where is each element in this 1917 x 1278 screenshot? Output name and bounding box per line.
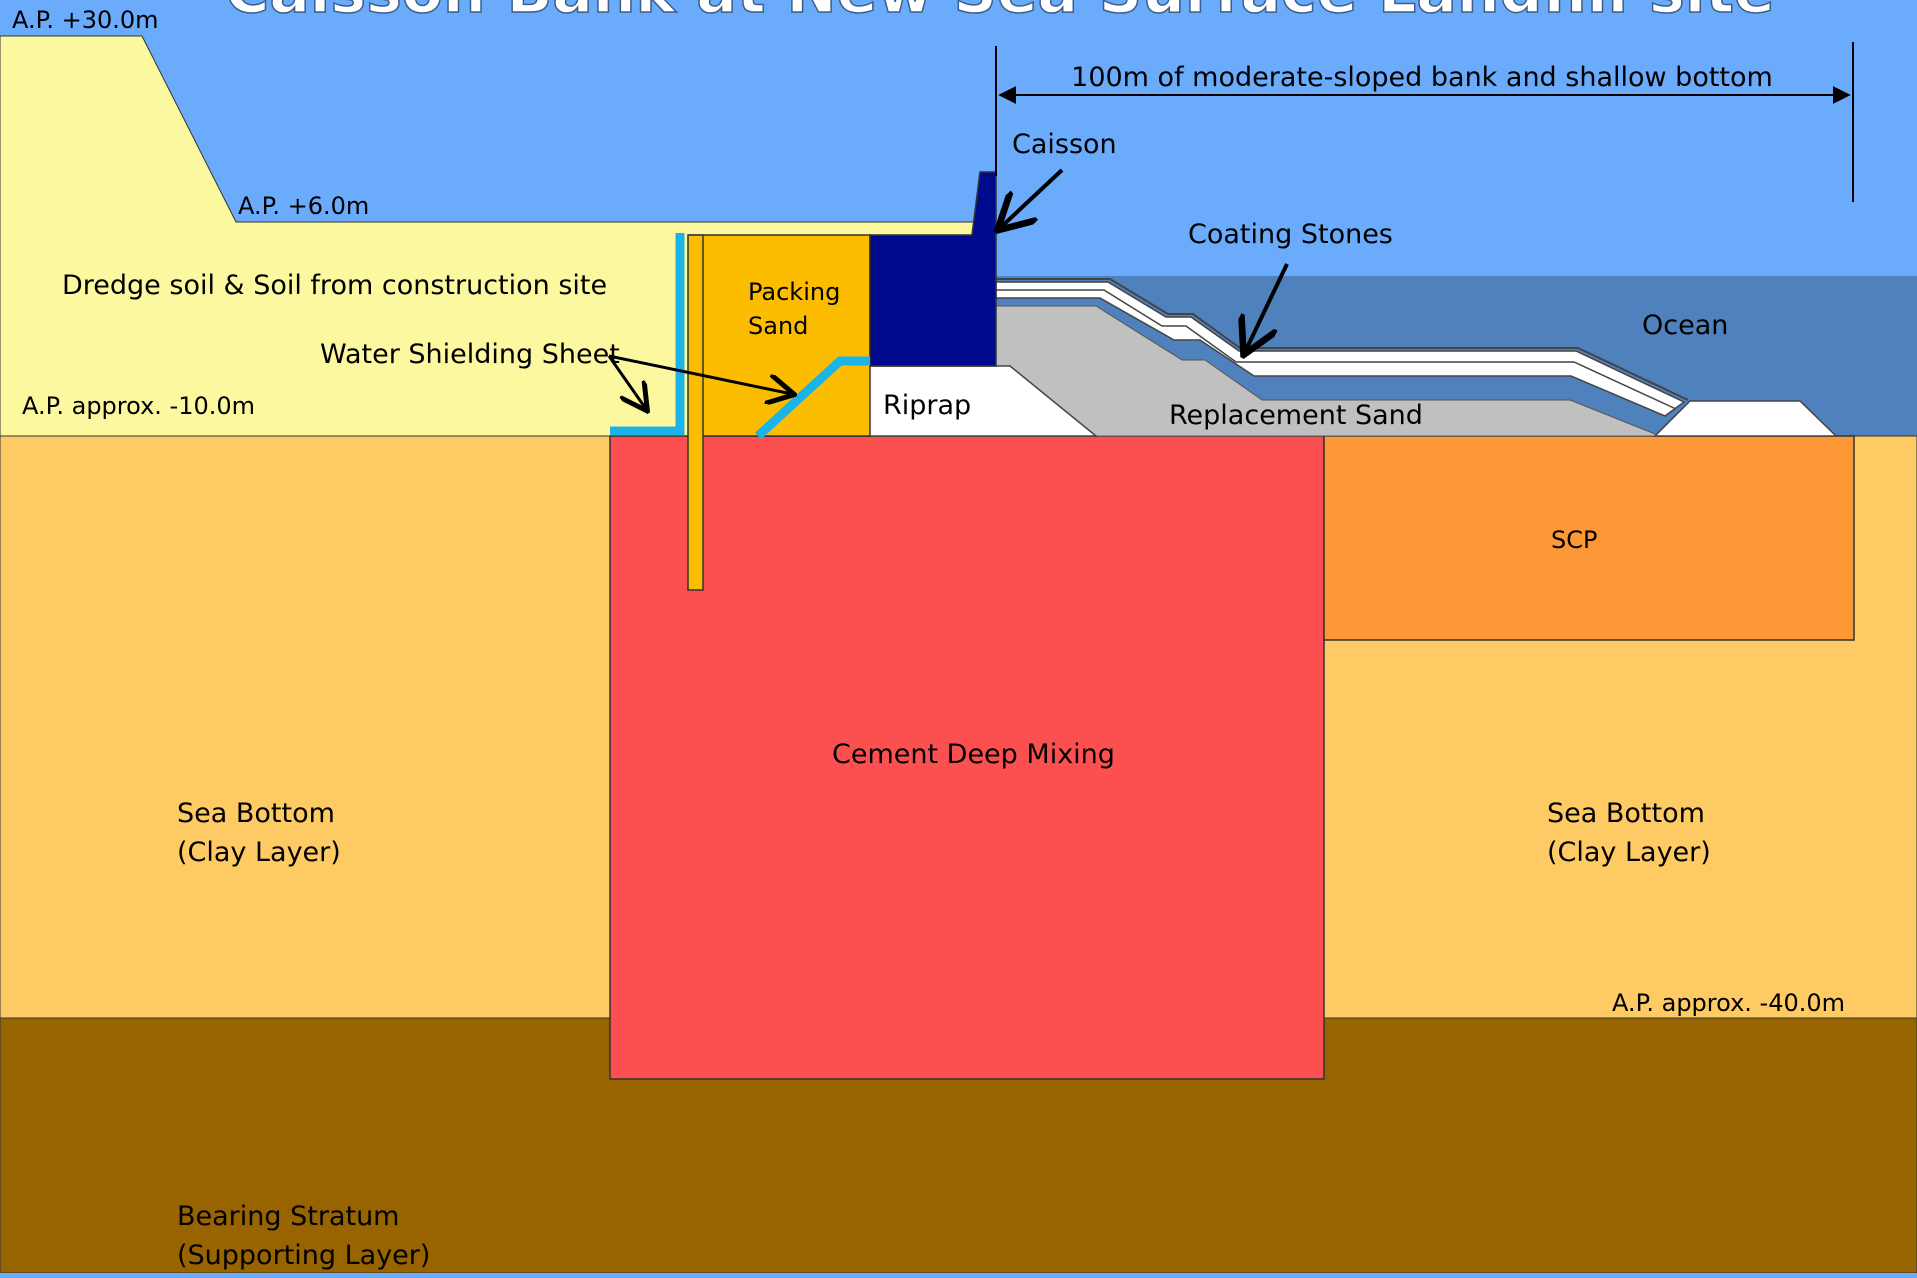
level-label-mid: A.P. +6.0m [238,192,369,220]
ocean-label: Ocean [1642,310,1728,341]
dimension-label: 100m of moderate-sloped bank and shallow… [1071,62,1773,93]
coating-stones-pointer [1245,263,1289,352]
level-label-seabed: A.P. approx. -10.0m [22,392,255,420]
cement-deep-mixing-block [609,435,1325,1080]
caisson-pointer [1000,168,1064,228]
coating-stones-outline-outer [996,278,1689,401]
sea-bottom-left-label-line1: Sea Bottom [177,798,335,829]
diagram-title: Caisson Bank at New Sea Surface Landfill… [225,0,1774,27]
sea-bottom-right-label-line2: (Clay Layer) [1547,837,1711,868]
caisson-label: Caisson [1012,129,1117,160]
riprap-label: Riprap [883,390,971,421]
packing-sand-label-line1: Packing [748,278,840,306]
water-shielding-sheet-slope [754,356,870,440]
water-shielding-sheet-label: Water Shielding Sheet [320,339,620,370]
dredge-soil-label: Dredge soil & Soil from construction sit… [62,270,607,301]
replacement-sand-area [995,305,1661,437]
sea-bottom-left-label-line2: (Clay Layer) [177,837,341,868]
replacement-sand-label: Replacement Sand [1169,400,1423,431]
level-label-top: A.P. +30.0m [12,6,159,34]
sea-bottom-right-label-line1: Sea Bottom [1547,798,1705,829]
bearing-stratum-label-line1: Bearing Stratum [177,1201,400,1232]
level-label-bottom: A.P. approx. -40.0m [1612,989,1845,1017]
packing-sand-label-line2: Sand [748,312,808,340]
cement-deep-mixing-label: Cement Deep Mixing [832,739,1115,770]
coating-stones-band [995,281,1686,417]
bearing-stratum-label-line2: (Supporting Layer) [177,1240,430,1271]
coating-stones-inner-line [996,289,1677,410]
scp-block [1323,435,1855,641]
toe-riprap [1653,400,1838,437]
sheet-pile [687,234,704,591]
coating-stones-label: Coating Stones [1188,219,1393,250]
water-sheet-pointer-left [607,355,646,409]
scp-label: SCP [1551,526,1597,554]
water-sheet-pointer-right [608,354,792,394]
water-shielding-sheet-left [610,233,685,436]
